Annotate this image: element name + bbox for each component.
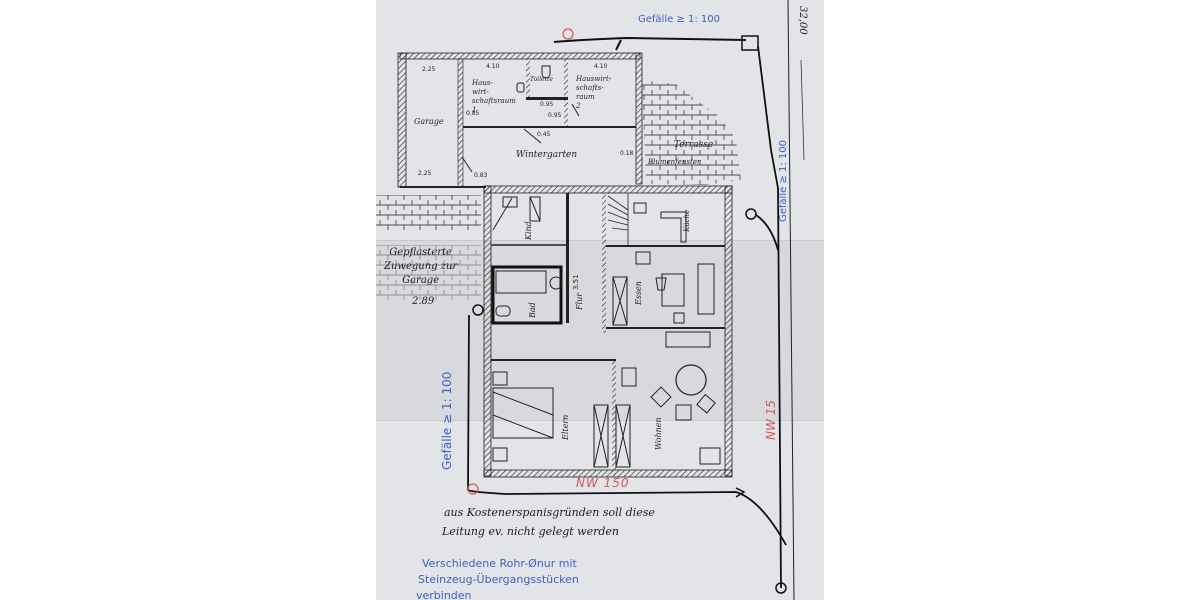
dimension: 0.83	[474, 172, 488, 179]
paper-fold	[376, 420, 824, 421]
floor-plan-sheet: Gefälle ≥ 1: 100 Gefälle ≥ 1: 100 Gefäll…	[376, 0, 824, 600]
dimension: 0.18	[620, 150, 634, 157]
dimension: 4.10	[486, 63, 500, 70]
room-label-essen: Essen	[634, 281, 643, 305]
handwritten-note-line1: aus Kostenerspanisgründen soll diese	[444, 506, 655, 519]
room-label-hauswirtschaftsraum-1: Haus- wirt- schaftsraum 1	[472, 79, 516, 114]
dimension-flur: 3.51	[572, 274, 580, 290]
dimension: 2.25	[422, 66, 436, 73]
dimension: 0.95	[548, 112, 562, 119]
paved-path-dimension: 2.89	[412, 296, 435, 307]
handwritten-note-line2: Leitung ev. nicht gelegt werden	[442, 525, 619, 538]
dimension: 4.10	[594, 63, 608, 70]
room-label-terrasse: Terrasse	[674, 140, 714, 150]
room-label-eltern: Eltern	[561, 414, 570, 440]
room-label-wohnen: Wohnen	[654, 417, 663, 450]
dimension: 0.45	[537, 131, 551, 138]
room-label-bad: Bad	[528, 302, 537, 318]
outbuilding-walls	[397, 52, 643, 188]
slope-note-right: Gefälle ≥ 1: 100	[778, 140, 789, 222]
room-label-flur: Flur	[575, 292, 584, 310]
slope-note-left: Gefälle ≥ 1: 100	[440, 371, 454, 470]
dimension: 2.25	[418, 170, 432, 177]
edge-dimension: 32,00	[797, 6, 808, 35]
room-label-wintergarten: Wintergarten	[516, 150, 578, 160]
room-label-garage: Garage	[414, 117, 444, 126]
pipe-label-nw150: NW 150	[576, 476, 630, 490]
house-walls	[483, 185, 733, 478]
paper-fold	[376, 240, 824, 241]
room-label-hauswirtschaftsraum-2: Hauswirt- schafts- raum 2	[576, 75, 612, 110]
room-label-blumenfenster: Blumenfenster	[648, 158, 701, 166]
stamp-note-line1: Verschiedene Rohr-Ønur mit	[422, 557, 577, 570]
room-label-kueche: Küche	[683, 209, 691, 232]
dimension: 0.95	[540, 101, 554, 108]
stamp-note-line3: verbinden	[416, 589, 472, 600]
slope-note-top: Gefälle ≥ 1: 100	[638, 14, 720, 25]
room-label-kind: Kind	[524, 221, 533, 240]
pipe-label-nw15: NW 15	[764, 400, 778, 440]
room-label-toilette: Toilette	[530, 76, 553, 83]
floor-plan-drawing	[376, 0, 805, 600]
dimension: 0.85	[466, 110, 480, 117]
stamp-note-line2: Steinzeug-Übergangsstücken	[418, 573, 579, 586]
paved-path-label: Gepflasterte Zuwegung zur Garage	[384, 247, 458, 286]
